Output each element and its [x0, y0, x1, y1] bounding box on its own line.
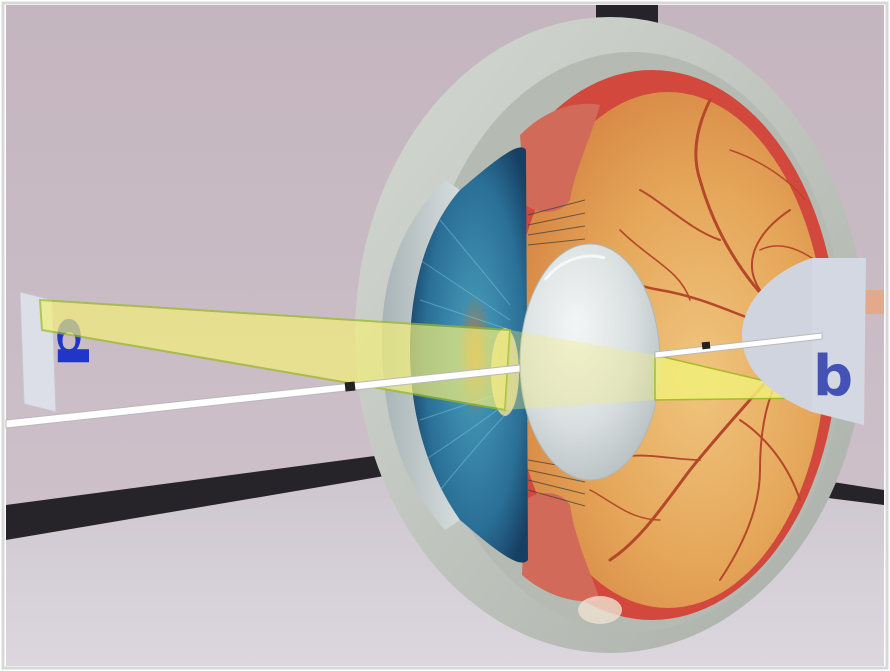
- image-letter: b: [813, 344, 853, 409]
- optic-disc: [578, 596, 622, 624]
- axis-marker-2: [702, 342, 711, 350]
- axis-marker-1: [345, 381, 356, 391]
